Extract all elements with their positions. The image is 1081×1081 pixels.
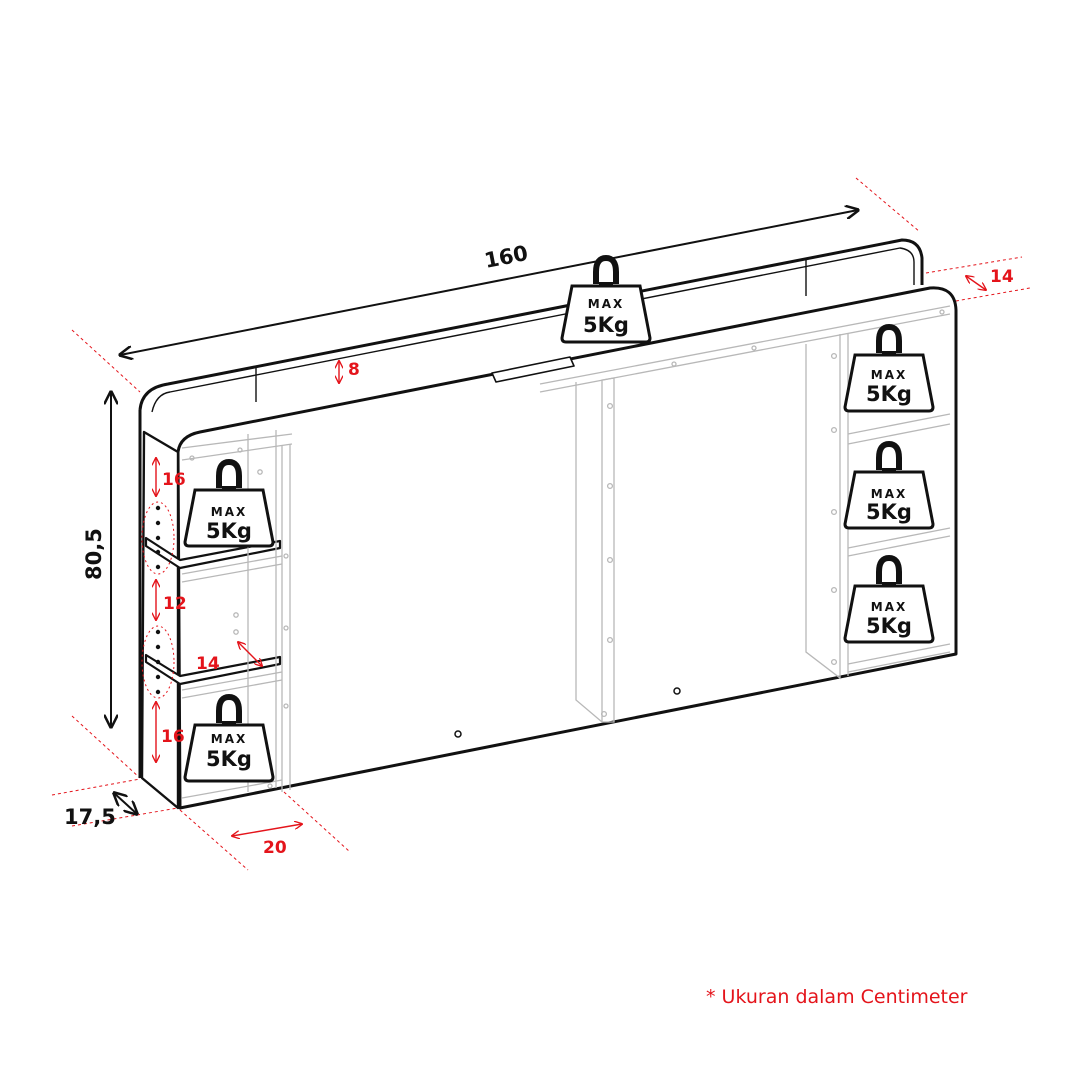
- units-footnote: * Ukuran dalam Centimeter: [706, 986, 968, 1008]
- weight-icon: MAX 5Kg: [845, 327, 933, 411]
- height-label: 80,5: [82, 528, 106, 580]
- shelf-pin-guides: [141, 501, 175, 699]
- svg-text:5Kg: 5Kg: [866, 382, 912, 406]
- bottom-depth-label: 20: [263, 838, 287, 858]
- svg-text:5Kg: 5Kg: [583, 313, 629, 337]
- svg-text:5Kg: 5Kg: [206, 747, 252, 771]
- weight-icon: MAX 5Kg: [845, 558, 933, 642]
- red-dimension-arrows: [156, 276, 986, 836]
- weight-icon: MAX 5Kg: [562, 258, 650, 342]
- depth-label: 17,5: [64, 805, 116, 829]
- left-shelf-gap-middle-label: 12: [163, 594, 187, 614]
- dimension-arrows: [111, 210, 858, 814]
- weight-icon: MAX 5Kg: [845, 444, 933, 528]
- weight-icon: MAX 5Kg: [185, 462, 273, 546]
- left-shelf-depth-label: 14: [196, 654, 220, 674]
- width-label: 160: [482, 241, 530, 273]
- left-shelf-gap-top-label: 16: [162, 470, 186, 490]
- top-lip-label: 8: [348, 360, 360, 380]
- right-side-depth-label: 14: [990, 267, 1014, 287]
- svg-text:MAX: MAX: [871, 368, 907, 382]
- weight-icon: MAX 5Kg: [185, 697, 273, 781]
- svg-text:MAX: MAX: [588, 297, 624, 311]
- shelf-pin-holes: [155, 505, 161, 695]
- width-arrow: [120, 210, 858, 355]
- svg-text:5Kg: 5Kg: [866, 500, 912, 524]
- extension-lines: [51, 177, 1031, 871]
- svg-text:MAX: MAX: [211, 732, 247, 746]
- svg-text:5Kg: 5Kg: [206, 519, 252, 543]
- depth-arrow: [114, 793, 137, 814]
- svg-text:MAX: MAX: [211, 505, 247, 519]
- svg-text:5Kg: 5Kg: [866, 614, 912, 638]
- svg-text:MAX: MAX: [871, 600, 907, 614]
- svg-text:MAX: MAX: [871, 487, 907, 501]
- left-shelf-gap-bottom-label: 16: [161, 727, 185, 747]
